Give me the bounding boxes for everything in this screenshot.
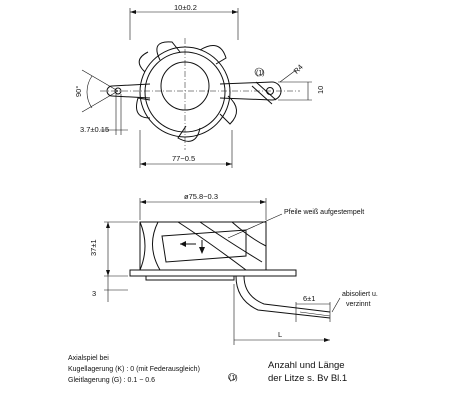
note-insulated-2: verzinnt <box>346 301 371 308</box>
dim-wire-strip-label: 6±1 <box>303 294 315 303</box>
note-insulated-1: abisoliert u. <box>342 291 378 298</box>
note-sleeve-bearing: Gleitlagerung (G) : 0.1 − 0.6 <box>68 377 155 384</box>
dim-radius-label: R4 <box>292 63 305 76</box>
note-arrows-label: Pfeile weiß aufgestempelt <box>284 209 364 216</box>
note-ball-bearing: Kugellagerung (K) : 0 (mit Federausgleic… <box>68 366 200 373</box>
dim-hole-label: 3.7±0.15 <box>80 125 109 134</box>
dim-base-label: 3 <box>92 289 96 298</box>
top-view: 10±0.2 (1) 90° R4 <box>74 3 325 168</box>
top-mark: (1) <box>256 70 265 77</box>
note-axial-title: Axialspiel bei <box>68 355 109 362</box>
notes: Axialspiel bei Kugellagerung (K) : 0 (mi… <box>68 355 347 384</box>
dim-span-label: 77−0.5 <box>172 154 195 163</box>
dim-width-label: 10±0.2 <box>174 3 197 12</box>
note-mark: (1) <box>229 375 238 382</box>
dim-angle-label: 90° <box>74 86 83 97</box>
dim-diameter-label: ø75.8−0.3 <box>184 192 218 201</box>
note-wire-2: der Litze s. Bv Bl.1 <box>268 373 347 384</box>
dim-L-label: L <box>278 330 282 339</box>
side-view: ø75.8−0.3 Pfeile weiß aufgestempelt 37±1… <box>89 192 378 345</box>
dim-height-label: 37±1 <box>89 239 98 256</box>
note-wire-1: Anzahl und Länge <box>268 360 345 371</box>
dim-height-right-label: 10 <box>316 86 325 94</box>
